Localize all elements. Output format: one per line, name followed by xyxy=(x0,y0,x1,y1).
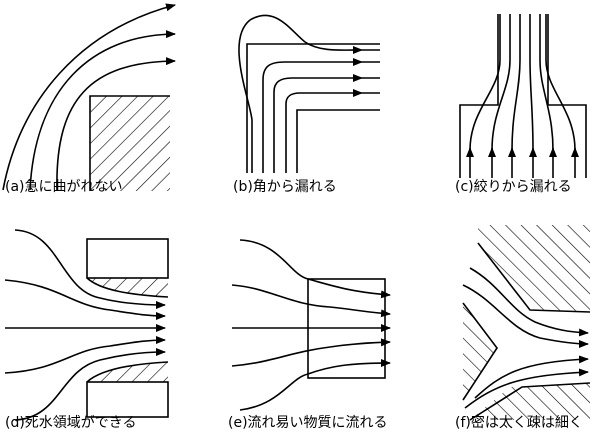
left-wall xyxy=(459,14,499,178)
panel-e-diagram xyxy=(231,239,391,411)
panel-c-diagram xyxy=(459,14,587,178)
leaking-streamline xyxy=(238,14,363,173)
right-wall xyxy=(547,14,587,178)
panel-b-diagram xyxy=(238,14,380,173)
caption-a: (a)急に曲がれない xyxy=(5,179,123,195)
streamline xyxy=(56,57,176,191)
panel-a-diagram xyxy=(2,3,176,191)
panel-f-diagram xyxy=(462,225,591,421)
obstacle-block xyxy=(90,96,170,191)
caption-d: (d)死水領域ができる xyxy=(5,415,137,431)
streamline xyxy=(29,30,176,191)
streamline xyxy=(2,3,176,191)
inner-wall xyxy=(296,109,380,173)
caption-f: (f)密は太く疎は細く xyxy=(455,415,583,431)
caption-c: (c)絞りから漏れる xyxy=(455,179,572,195)
panel-d-diagram xyxy=(4,229,169,421)
caption-b: (b)角から漏れる xyxy=(233,179,337,195)
caption-e: (e)流れ易い物質に流れる xyxy=(228,415,388,431)
outer-wall xyxy=(246,43,380,173)
